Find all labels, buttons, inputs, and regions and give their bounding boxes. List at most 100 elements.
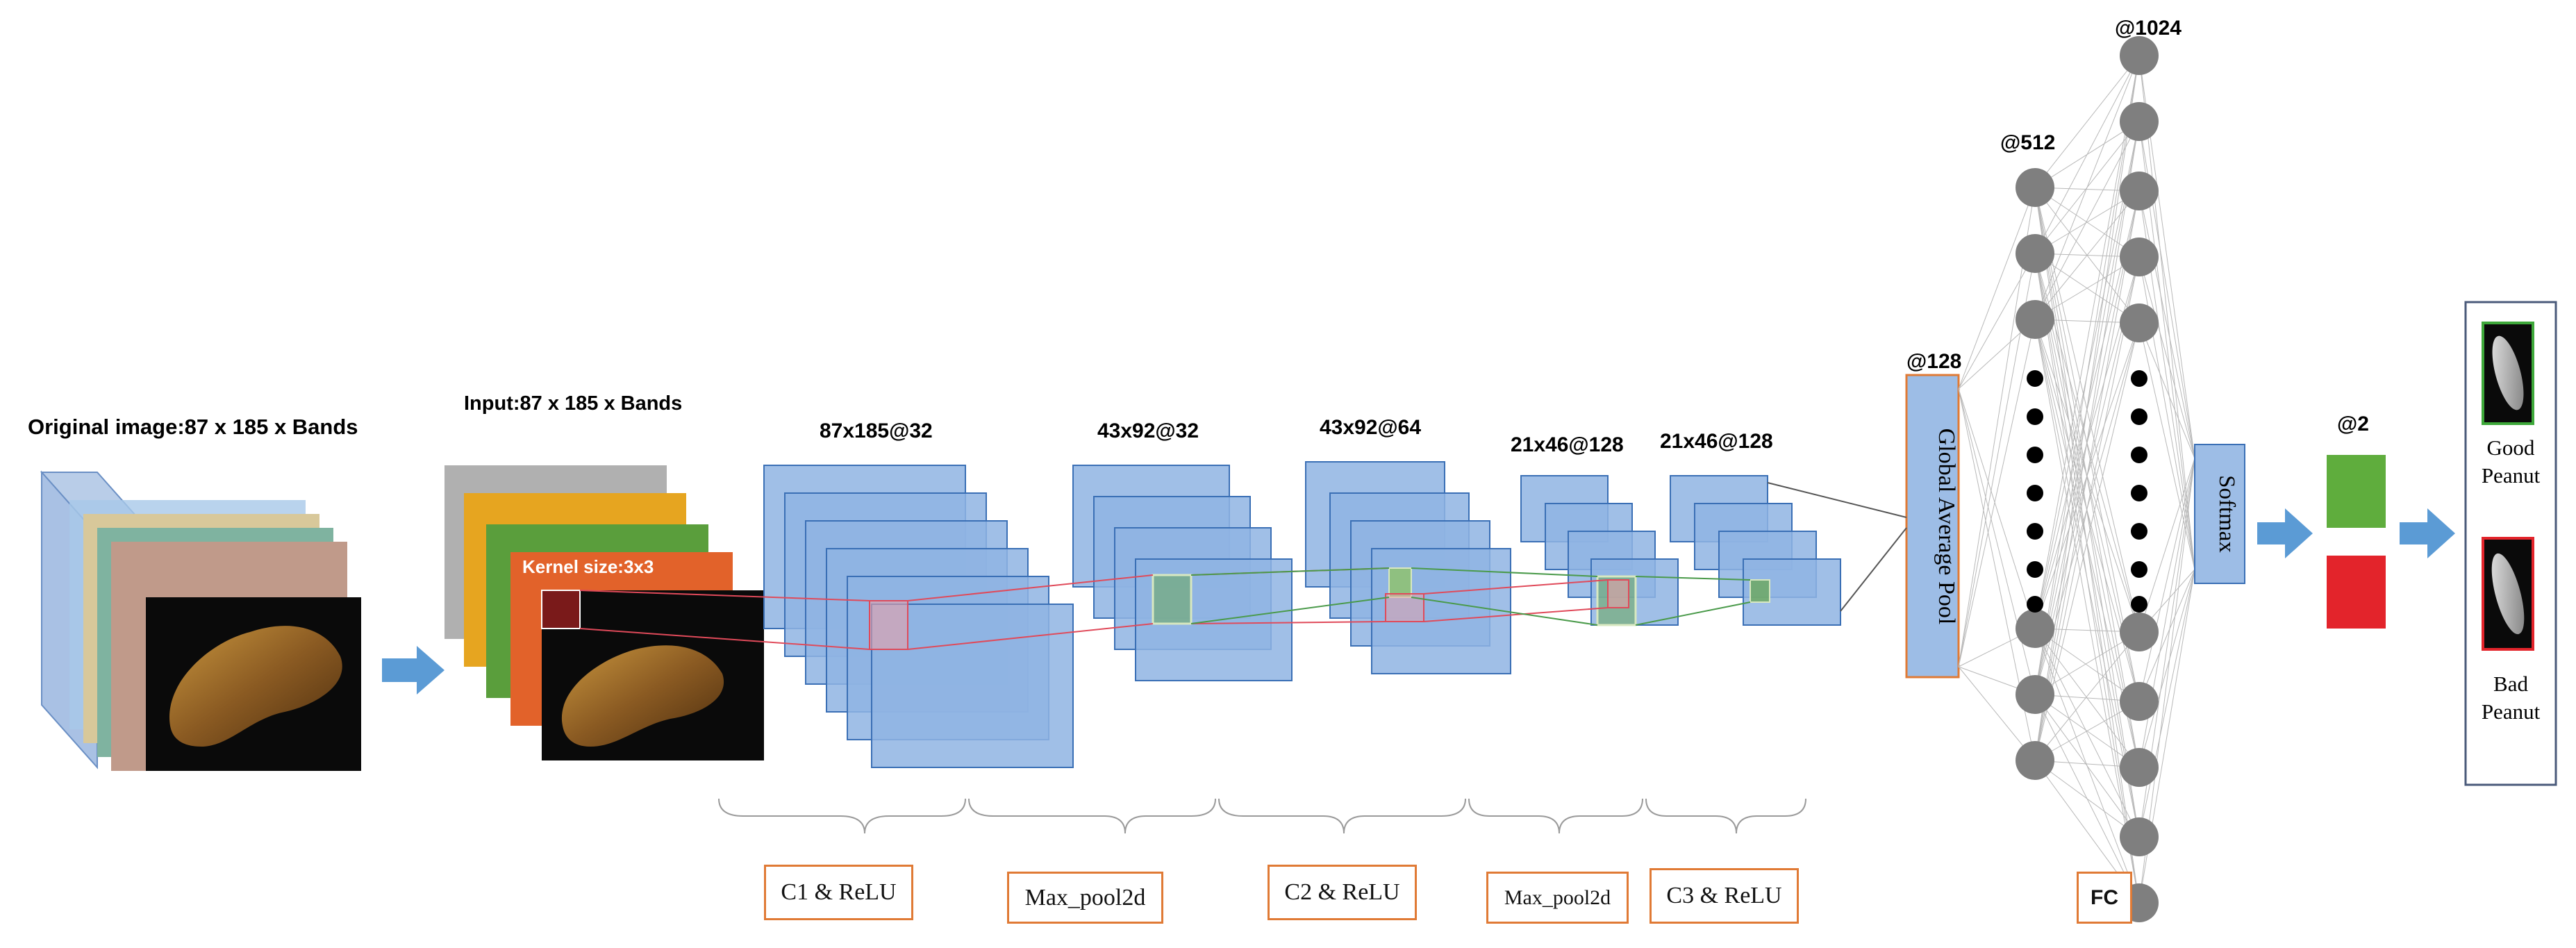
fc2-count-label: @1024 xyxy=(2115,17,2182,40)
fc-edge xyxy=(1958,666,2036,761)
fc1-neuron xyxy=(2016,741,2054,780)
gap-connector-lines xyxy=(1767,482,1907,612)
fc1-ellipsis-dot xyxy=(2027,596,2043,613)
peanut-icon xyxy=(169,626,342,747)
fc-edge xyxy=(1958,253,2036,390)
fc-edge xyxy=(2034,628,2140,838)
original-image-label: Original image:87 x 185 x Bands xyxy=(28,415,358,439)
fc2-neuron xyxy=(2120,238,2159,276)
fc2-neuron xyxy=(2120,682,2159,721)
fc-edge xyxy=(2034,319,2140,904)
fc2-ellipsis-dot xyxy=(2131,370,2147,387)
stage-label: FC xyxy=(2091,885,2118,909)
fc1-ellipsis-dot xyxy=(2027,485,2043,501)
fc1-ellipsis-dot xyxy=(2027,447,2043,463)
bad-peanut-label-line1: Bad xyxy=(2493,672,2528,696)
fc-edge xyxy=(2138,569,2195,702)
fc-edge xyxy=(2034,760,2140,838)
arrow-right-icon xyxy=(382,646,444,695)
fc-edge xyxy=(2034,55,2140,188)
fc-edge xyxy=(2138,569,2195,768)
stage-max-pool-1: Max_pool2d xyxy=(1007,872,1163,924)
fc1-neuron xyxy=(2016,168,2054,207)
fc1-neuron xyxy=(2016,609,2054,648)
fc-edge xyxy=(2034,121,2140,320)
stage-max-pool-2: Max_pool2d xyxy=(1486,872,1629,924)
c2-dims-label: 43x92@64 xyxy=(1320,416,1421,439)
fc-edge xyxy=(2034,190,2140,320)
fc-edge xyxy=(2034,256,2140,761)
fc-edge xyxy=(2034,190,2140,254)
output-count-label: @2 xyxy=(2337,413,2369,435)
fc2-ellipsis-dot xyxy=(2131,485,2147,501)
fc2-ellipsis-dot xyxy=(2131,408,2147,425)
fc-edge xyxy=(2138,458,2195,702)
gap-block xyxy=(1905,374,1960,679)
fc1-ellipsis-dot xyxy=(2027,523,2043,540)
fc-connection-lines xyxy=(1958,55,2195,904)
green-connector-lines xyxy=(1190,567,1751,626)
kernel-window xyxy=(541,590,581,629)
fc-edge xyxy=(2034,55,2140,629)
fc-edge xyxy=(2138,322,2195,459)
original-image-cube xyxy=(40,470,361,771)
fc2-neuron xyxy=(2120,303,2159,342)
fc2-ellipsis-dot xyxy=(2131,596,2147,613)
good-class-node xyxy=(2327,455,2386,528)
fc1-ellipsis-dot xyxy=(2027,561,2043,578)
fc2-neuron xyxy=(2120,817,2159,856)
fc-edge xyxy=(2034,253,2140,838)
fc-edge xyxy=(2034,121,2140,761)
fc-edge xyxy=(2138,190,2195,459)
kernel-size-label: Kernel size:3x3 xyxy=(522,556,654,577)
bad-peanut-label-line2: Peanut xyxy=(2482,699,2541,724)
fc1-ellipsis-dot xyxy=(2027,408,2043,425)
fc2-ellipsis-dot xyxy=(2131,561,2147,578)
fc-edge xyxy=(2034,55,2140,761)
fc1-count-label: @512 xyxy=(2000,131,2055,154)
fc1-neuron xyxy=(2016,300,2054,339)
softmax-label: Softmax xyxy=(2214,475,2239,553)
red-connector-lines xyxy=(579,567,1609,650)
fc-edge xyxy=(2138,121,2195,459)
c3-dims-label: 21x46@128 xyxy=(1660,430,1773,453)
fc-edge xyxy=(1958,388,2036,695)
fc1-ellipsis-dot xyxy=(2027,370,2043,387)
fc-edge xyxy=(2034,190,2140,761)
fc-edge xyxy=(1958,187,2036,390)
fc-edge xyxy=(2034,187,2140,702)
fc-edge xyxy=(2034,694,2140,838)
peanut-icon xyxy=(561,645,724,747)
bad-class-node xyxy=(2327,556,2386,629)
gap-count-label: @128 xyxy=(1906,350,1961,373)
fc-edge xyxy=(2034,256,2140,320)
fc-edge xyxy=(2138,55,2195,570)
p2-dims-label: 21x46@128 xyxy=(1511,433,1624,456)
fc-edge xyxy=(2138,569,2195,838)
fc-edge xyxy=(2138,458,2195,768)
stage-c3-relu: C3 & ReLU xyxy=(1650,868,1799,924)
gap-label: Global Average Pool xyxy=(1934,429,1959,625)
stage-fc: FC xyxy=(2077,872,2132,924)
c3-map xyxy=(1743,558,1841,626)
stage-label: Max_pool2d xyxy=(1024,884,1146,910)
fc-edge xyxy=(2034,55,2140,254)
peanut-icon xyxy=(2491,553,2525,635)
fc1-neuron xyxy=(2016,234,2054,273)
fc2-neuron xyxy=(2120,36,2159,75)
fc-edge xyxy=(2034,631,2140,761)
stage-label: C2 & ReLU xyxy=(1284,879,1400,905)
arrow-right-icon xyxy=(2400,508,2455,558)
fc-edge xyxy=(1958,388,2036,629)
fc2-neuron xyxy=(2120,613,2159,651)
stage-label: C3 & ReLU xyxy=(1666,883,1782,908)
fc-edge xyxy=(2138,458,2195,633)
input-label: Input:87 x 185 x Bands xyxy=(464,392,682,415)
fc-edge xyxy=(2034,631,2140,695)
fc2-neuron xyxy=(2120,172,2159,210)
fc2-neuron xyxy=(2120,748,2159,787)
fc2-ellipsis-dot xyxy=(2131,523,2147,540)
fc-edge xyxy=(2034,319,2140,838)
good-peanut-label-line1: Good xyxy=(2487,435,2535,460)
